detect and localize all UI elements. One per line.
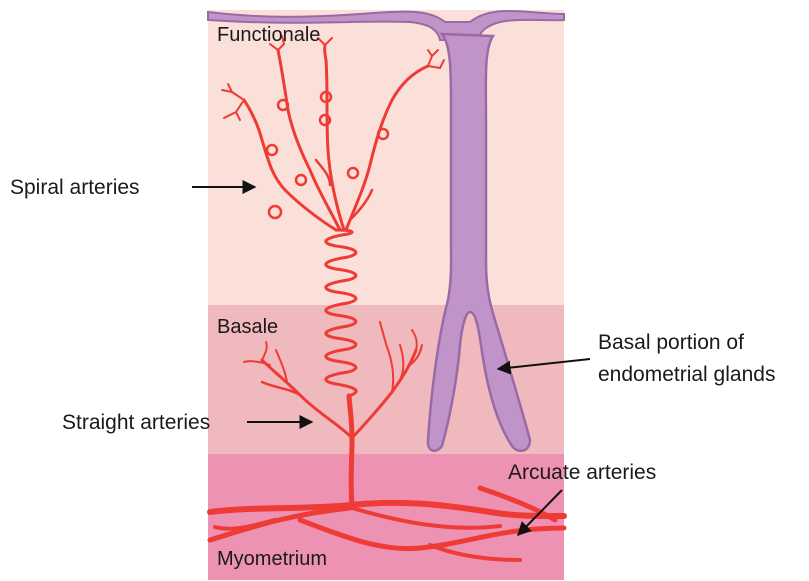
- radial-artery: [349, 396, 352, 505]
- functionale-layer: [208, 10, 564, 306]
- callout-basal-glands-line1: Basal portion of: [598, 331, 744, 354]
- callout-arcuate-arteries: Arcuate arteries: [508, 461, 656, 484]
- layer-label-functionale: Functionale: [217, 24, 320, 46]
- layer-label-basale: Basale: [217, 316, 278, 338]
- callout-spiral-arteries: Spiral arteries: [10, 176, 140, 199]
- callout-straight-arteries: Straight arteries: [62, 411, 210, 434]
- callout-basal-glands-line2: endometrial glands: [598, 363, 775, 386]
- layer-label-myometrium: Myometrium: [217, 548, 327, 570]
